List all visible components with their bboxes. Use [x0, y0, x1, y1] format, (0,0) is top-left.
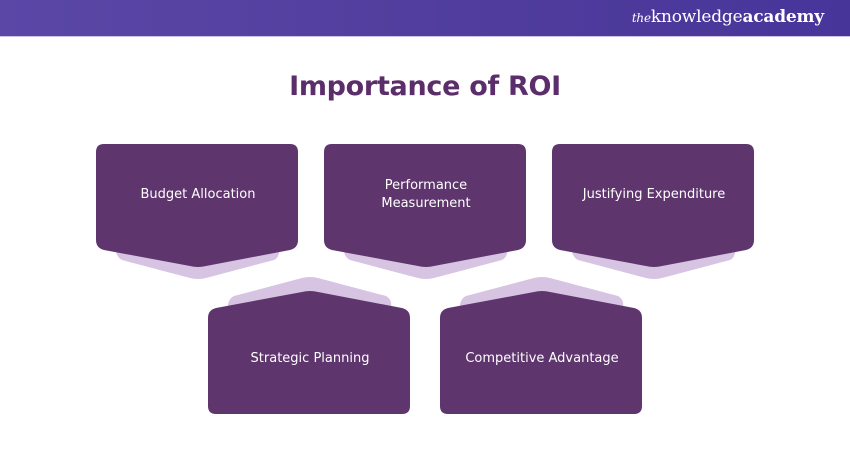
card-label-line1: Performance — [384, 178, 468, 193]
header-bar: theknowledgeacademy — [0, 0, 850, 36]
card-label: Strategic Planning — [250, 351, 370, 366]
card-shape — [324, 144, 526, 279]
logo-main: knowledge — [650, 7, 743, 27]
card-performance-measurement: Performance Measurement — [324, 144, 528, 284]
card-shape — [440, 277, 642, 414]
card-strategic-planning: Strategic Planning — [208, 276, 412, 416]
card-shape — [96, 144, 298, 279]
card-budget-allocation: Budget Allocation — [96, 144, 300, 284]
logo-prefix: the — [631, 11, 651, 25]
card-shape — [208, 277, 410, 414]
card-shape — [552, 144, 754, 279]
page-title: Importance of ROI — [289, 71, 561, 102]
card-justifying-expenditure: Justifying Expenditure — [552, 144, 756, 284]
card-label: Competitive Advantage — [465, 351, 619, 366]
brand-logo[interactable]: theknowledgeacademy — [632, 7, 824, 27]
card-competitive-advantage: Competitive Advantage — [440, 276, 644, 416]
card-label: Budget Allocation — [140, 187, 256, 202]
card-label: Justifying Expenditure — [582, 187, 726, 202]
header-divider — [0, 36, 850, 37]
logo-suffix: academy — [742, 7, 824, 27]
card-label-line2: Measurement — [381, 196, 471, 211]
